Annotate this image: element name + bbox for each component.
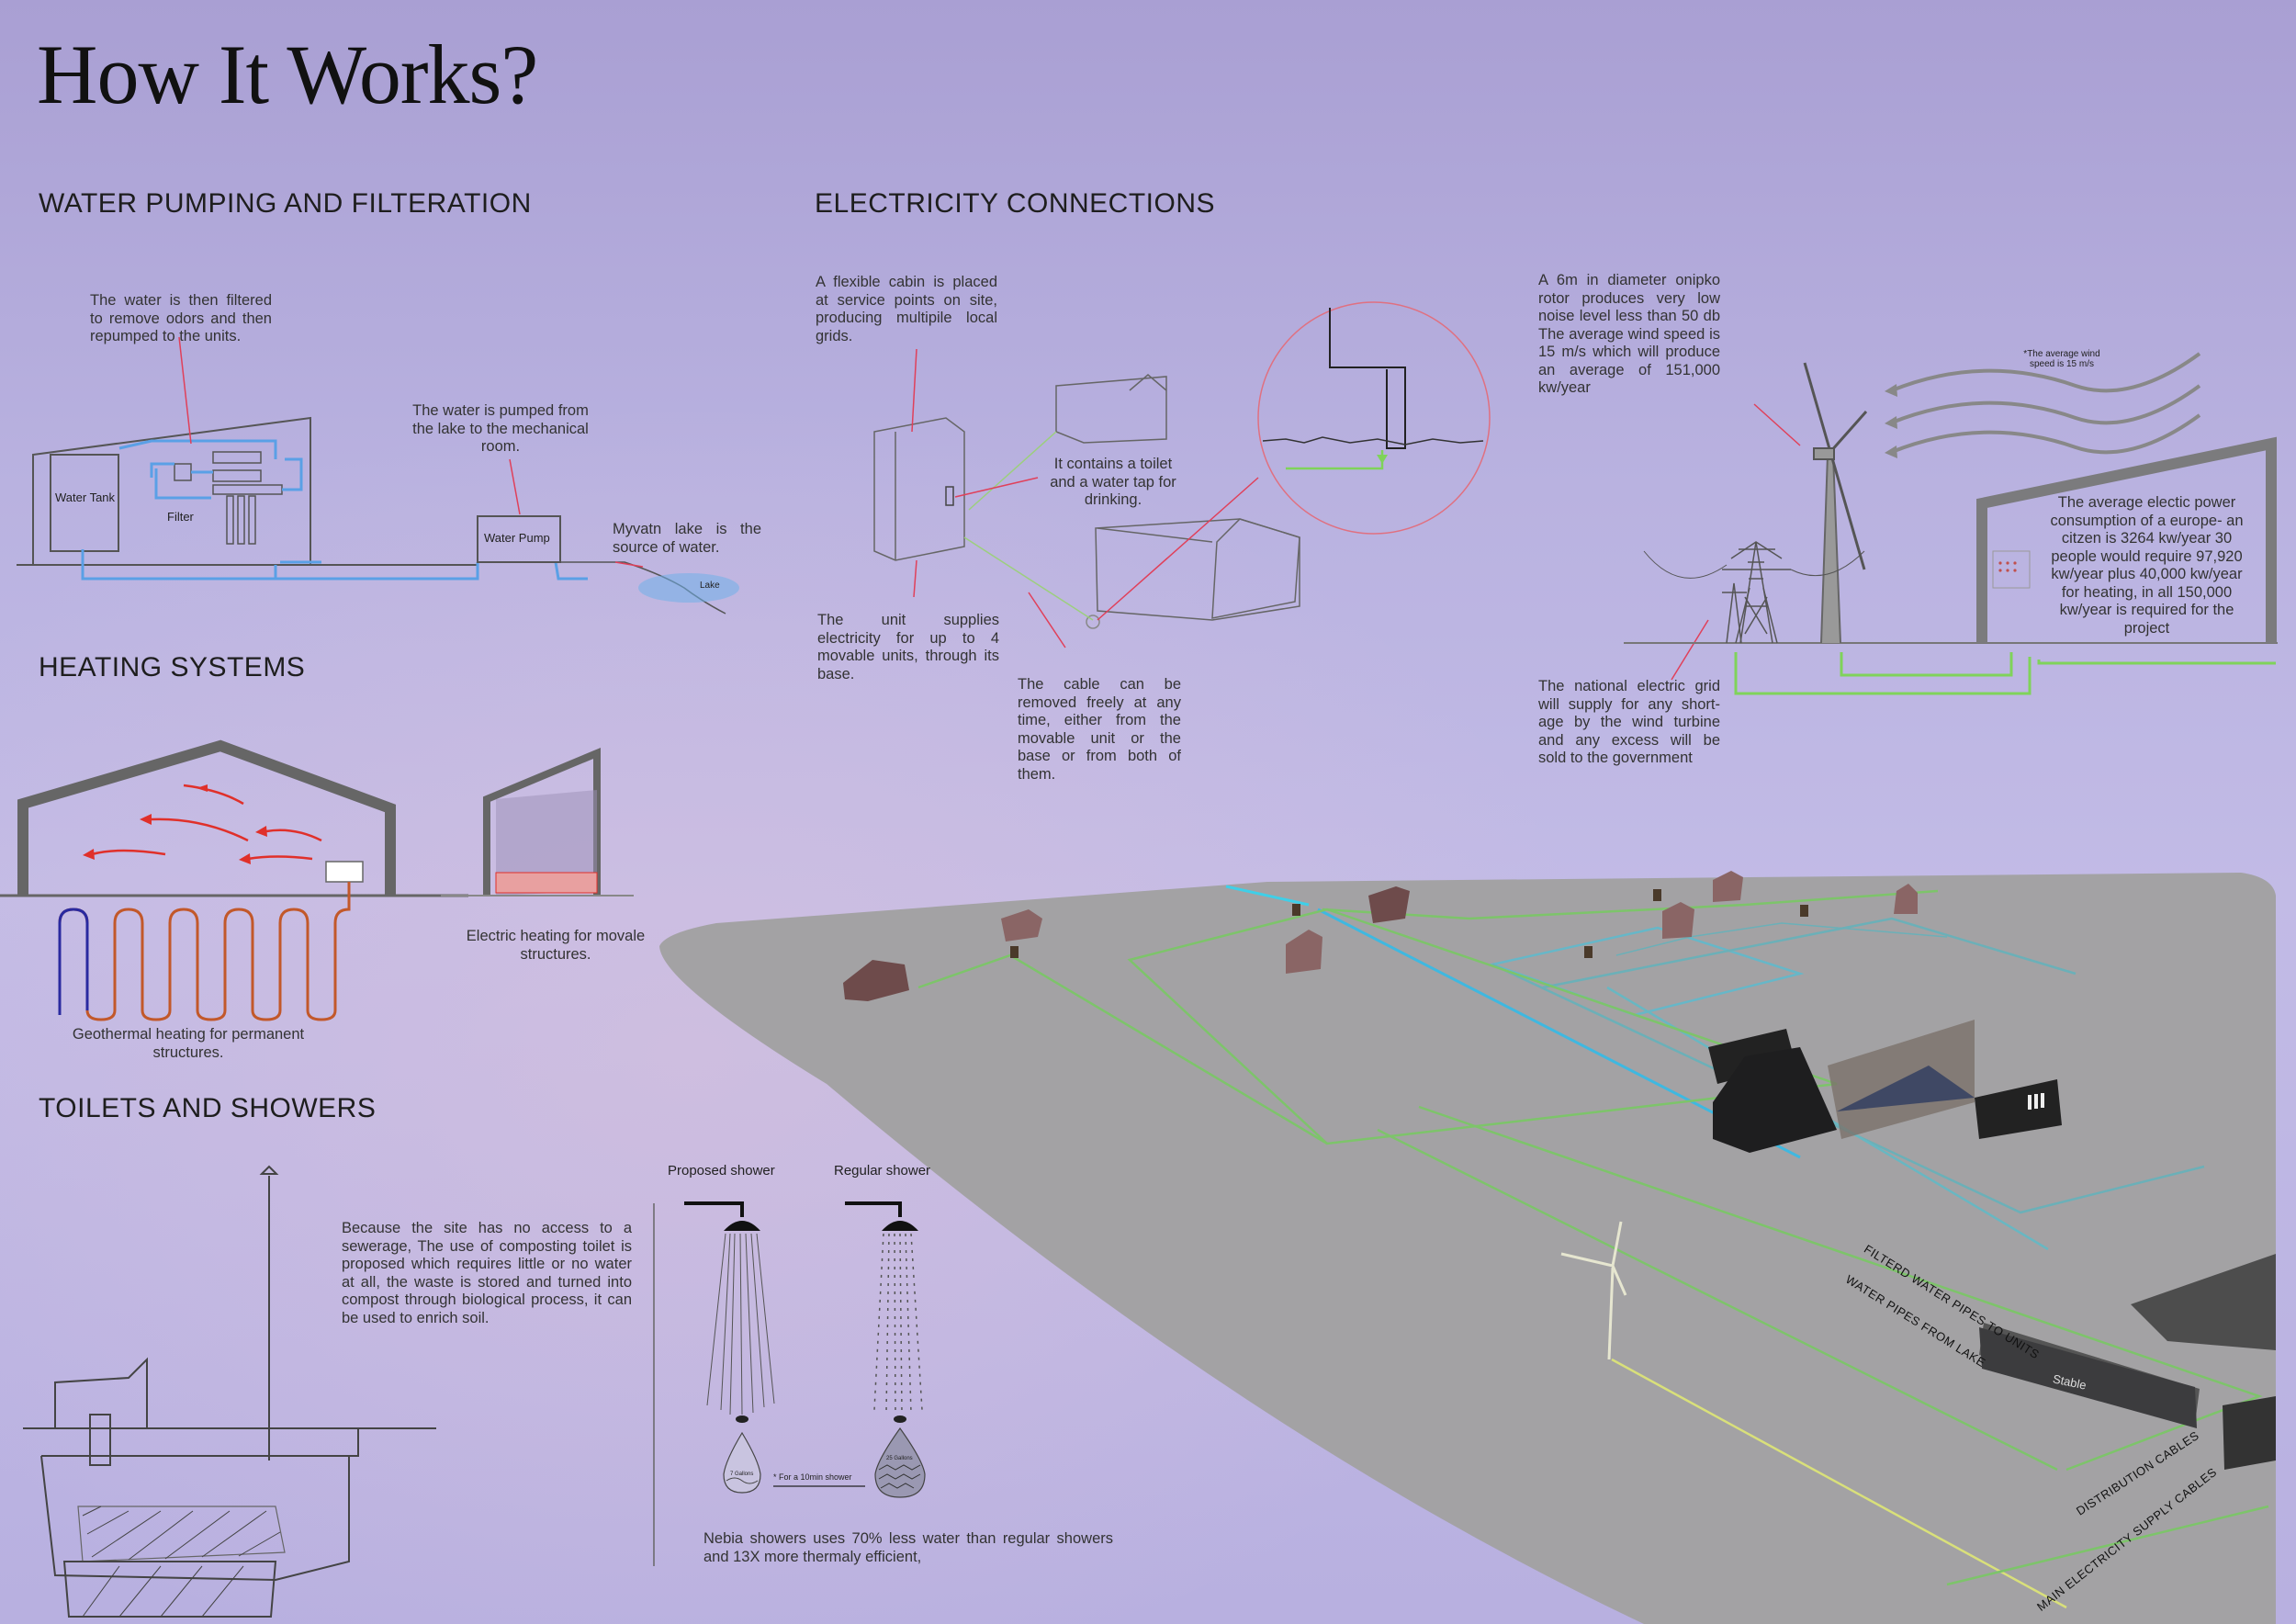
cabin-diagram [873,374,1300,629]
shower-diagram [684,1201,926,1498]
lake-shape [638,573,739,603]
cabin-units [843,871,1918,1001]
pump-note: The water is pumped from the lake to the… [412,402,589,455]
cable-lines [963,431,1094,621]
water-pumping-diagram [17,336,739,615]
section-title-water: WATER PUMPING AND FILTERATION [39,188,532,219]
radiator-shape [325,861,364,883]
annotation-lines [911,348,1801,681]
consumption-note: The average electic power consumption of… [2050,494,2244,637]
proposed-gallons: 7 Gallons [730,1472,754,1477]
wind-turbine-diagram [1624,362,2278,644]
lake-note: Myvatn lake is the source of water. [613,521,761,556]
wind-arrows [1885,352,2201,458]
water-tank-shape [50,454,119,552]
water-pump-label: Water Pump [484,531,550,545]
zoom-circle [1257,301,1491,535]
section-title-electricity: ELECTRICITY CONNECTIONS [815,188,1215,219]
section-title-toilets: TOILETS AND SHOWERS [39,1093,377,1123]
filter-note: The water is then filtered to remove odo… [90,292,272,344]
regular-gallons: 25 Gallons [886,1456,913,1461]
regular-shower-label: Regular shower [834,1163,931,1179]
wind-speed-note: *The average wind speed is 15 m/s [2023,349,2100,369]
site-turbine [1560,1221,1627,1360]
nebia-note: Nebia showers uses 70% less water than r… [703,1530,1113,1565]
heating-diagram [0,739,634,1021]
mechanical-room-frame [1976,436,2277,643]
rotor-note: A 6m in diameter onipko rotor produces v… [1538,272,1720,396]
electric-heating-caption: Electric heating for movale structures. [466,928,646,963]
proposed-shower-icon [684,1201,775,1494]
cable-note: The cable can be removed freely at any t… [1018,676,1181,783]
service-points [1010,889,1808,958]
regular-shower-icon [845,1201,926,1498]
section-title-heating: HEATING SYSTEMS [39,652,306,682]
grid-note: The national electric grid will supply f… [1538,678,1720,766]
toilet-diagram [23,1165,436,1618]
electric-supply-lines [1734,652,2276,695]
unit-supply-note: The unit supplies electricity for up to … [817,612,999,682]
site-plan [659,871,2276,1624]
proposed-shower-label: Proposed shower [668,1163,775,1179]
compost-note: Because the site has no access to a sewe… [342,1220,632,1326]
per-shower-note: * For a 10min shower [773,1472,852,1482]
page-title: How It Works? [37,28,538,121]
water-tank-label: Water Tank [55,491,116,504]
permanent-buildings [1708,1020,2276,1470]
cabin-note: A flexible cabin is placed at service po… [816,274,997,344]
water-pump-shape [477,515,561,563]
geothermal-caption: Geothermal heating for permanent structu… [72,1026,305,1061]
toilet-note: It contains a toilet and a water tap for… [1050,456,1176,508]
filter-label: Filter [167,510,194,524]
lake-label: Lake [700,581,720,591]
